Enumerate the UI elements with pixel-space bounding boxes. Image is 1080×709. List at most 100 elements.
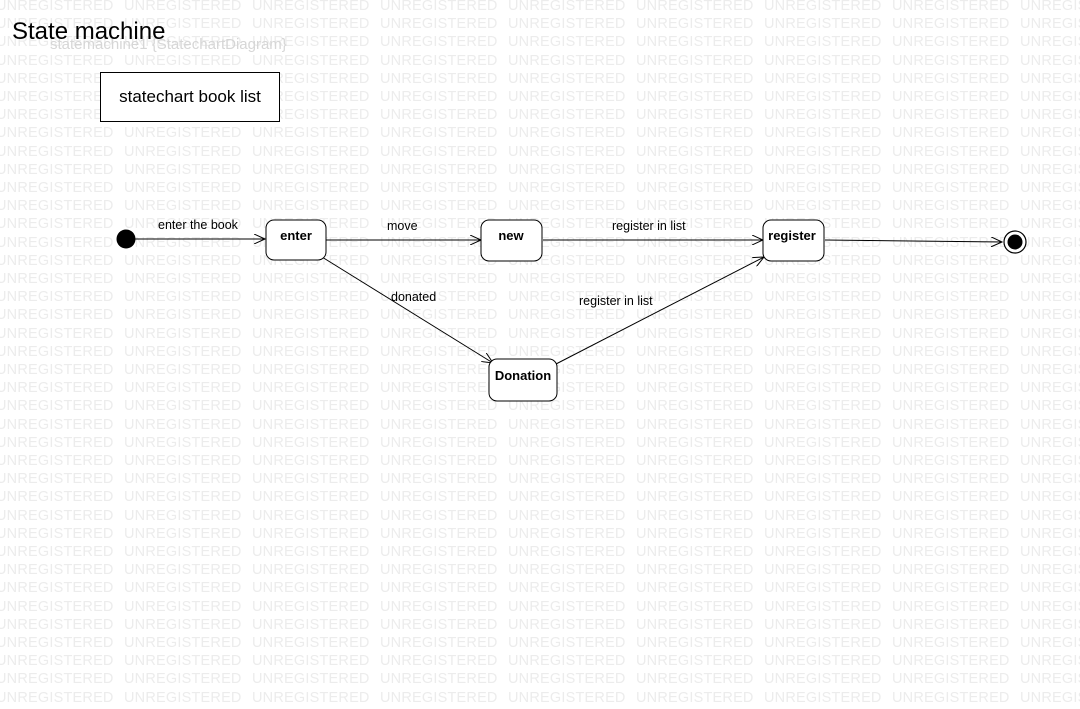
watermark-text: UNREGISTERED [636,252,754,269]
watermark-text: UNREGISTERED [124,289,242,306]
watermark-text: UNREGISTERED [892,180,1010,196]
watermark-text: UNREGISTERED [764,616,882,633]
watermark-text: UNREGISTERED [508,143,626,160]
watermark-text: UNREGISTERED [508,325,626,342]
watermark-text: UNREGISTERED [380,289,498,306]
watermark-text: UNREGISTERED [508,562,626,579]
watermark-text: UNREGISTERED [508,161,626,178]
watermark-text: UNREGISTERED [1020,216,1080,233]
watermark-text: UNREGISTERED [764,453,882,469]
watermark-text: UNREGISTERED [380,143,498,160]
watermark-text: UNREGISTERED [380,453,498,469]
watermark-text: UNREGISTERED [1020,198,1080,215]
watermark-text: UNREGISTERED [380,198,498,215]
watermark-text: UNREGISTERED [124,216,242,233]
watermark-text: UNREGISTERED [892,525,1010,542]
watermark-text: UNREGISTERED [764,580,882,597]
transition-label-donated: donated [391,290,436,304]
watermark-text: UNREGISTERED [1020,362,1080,378]
watermark-text: UNREGISTERED [380,325,498,342]
watermark-text: UNREGISTERED [0,689,114,706]
watermark-text: UNREGISTERED [0,52,114,69]
watermark-text: UNREGISTERED [636,271,754,287]
watermark-text: UNREGISTERED [508,453,626,469]
state-enter[interactable]: enter [265,219,327,261]
watermark-text: UNREGISTERED [380,271,498,287]
watermark-text: UNREGISTERED [124,453,242,469]
watermark-text: UNREGISTERED [380,216,498,233]
watermark-text: UNREGISTERED [892,89,1010,105]
watermark-text: UNREGISTERED [636,89,754,105]
watermark-text: UNREGISTERED [636,289,754,306]
watermark-text: UNREGISTERED [380,398,498,415]
watermark-text: UNREGISTERED [508,689,626,706]
watermark-text: UNREGISTERED [380,16,498,33]
watermark-text: UNREGISTERED [636,380,754,397]
watermark-text: UNREGISTERED [764,635,882,651]
state-donation[interactable]: Donation [488,358,558,402]
transition-label-move: move [387,219,418,233]
transition-enter-to-donation[interactable] [321,256,493,363]
watermark-text: UNREGISTERED [508,525,626,542]
watermark-text: UNREGISTERED [1020,580,1080,597]
watermark-text: UNREGISTERED [0,562,114,579]
watermark-text: UNREGISTERED [380,161,498,178]
watermark-text: UNREGISTERED [380,52,498,69]
watermark-text: UNREGISTERED [380,635,498,651]
watermark-text: UNREGISTERED [508,307,626,324]
watermark-text: UNREGISTERED [0,307,114,324]
watermark-text: UNREGISTERED [252,434,370,451]
state-register[interactable]: register [762,219,825,262]
initial-state[interactable] [116,229,136,249]
watermark-text: UNREGISTERED [0,0,114,14]
watermark-text: UNREGISTERED [252,180,370,196]
watermark-text: UNREGISTERED [252,325,370,342]
transition-label-register-in-list-top: register in list [612,219,686,233]
watermark-text: UNREGISTERED [124,525,242,542]
watermark-text: UNREGISTERED [1020,34,1080,51]
watermark-text: UNREGISTERED [124,598,242,615]
watermark-text: UNREGISTERED [380,471,498,488]
watermark-text: UNREGISTERED [764,16,882,33]
watermark-text: UNREGISTERED [0,161,114,178]
watermark-text: UNREGISTERED [124,471,242,488]
watermark-text: UNREGISTERED [0,380,114,397]
watermark-text: UNREGISTERED [636,544,754,560]
watermark-text: UNREGISTERED [636,161,754,178]
watermark-text: UNREGISTERED [252,416,370,433]
transition-donation-to-register[interactable] [555,257,764,365]
watermark-text: UNREGISTERED [764,653,882,670]
watermark-text: UNREGISTERED [1020,671,1080,688]
watermark-text: UNREGISTERED [636,362,754,378]
watermark-text: UNREGISTERED [1020,635,1080,651]
watermark-text: UNREGISTERED [892,598,1010,615]
watermark-text: UNREGISTERED [252,380,370,397]
watermark-text: UNREGISTERED [508,416,626,433]
state-new[interactable]: new [480,219,543,262]
watermark-text: UNREGISTERED [892,198,1010,215]
transition-register-to-final[interactable] [824,240,1002,242]
watermark-text: UNREGISTERED [0,653,114,670]
watermark-text: UNREGISTERED [636,671,754,688]
final-state[interactable] [1003,230,1027,254]
watermark-text: UNREGISTERED [1020,616,1080,633]
note-box[interactable]: statechart book list [100,72,280,122]
watermark-text: UNREGISTERED [1020,653,1080,670]
watermark-text: UNREGISTERED [124,398,242,415]
watermark-text: UNREGISTERED [380,489,498,506]
watermark-text: UNREGISTERED [252,107,370,124]
watermark-text: UNREGISTERED [380,416,498,433]
watermark-text: UNREGISTERED [252,307,370,324]
watermark-text: UNREGISTERED [252,489,370,506]
watermark-text: UNREGISTERED [764,598,882,615]
